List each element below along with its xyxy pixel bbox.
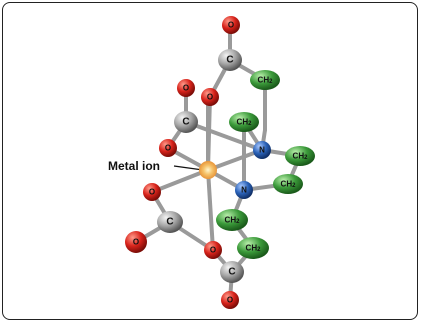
- metal-ion-label: Metal ion: [108, 159, 160, 173]
- svg-text:C: C: [228, 267, 235, 278]
- metal-ion: [199, 161, 217, 179]
- atoms: O C CH2 O O C O CH2: [125, 16, 315, 309]
- methylene-group: CH2: [229, 112, 259, 132]
- oxygen-atom: O: [221, 291, 239, 309]
- methylene-group: CH2: [216, 209, 248, 231]
- nitrogen-atom: N: [235, 181, 253, 199]
- oxygen-atom: O: [201, 88, 219, 106]
- metal-ion-leader: [173, 165, 204, 171]
- svg-text:O: O: [228, 21, 234, 30]
- svg-text:O: O: [183, 84, 189, 93]
- bonds: [134, 24, 302, 302]
- svg-text:O: O: [210, 246, 216, 255]
- svg-text:O: O: [165, 144, 171, 153]
- oxygen-atom: O: [204, 241, 222, 259]
- methylene-group: CH2: [273, 174, 303, 194]
- svg-text:CH2: CH2: [258, 76, 274, 86]
- svg-text:O: O: [149, 188, 155, 197]
- svg-text:CH2: CH2: [225, 216, 241, 226]
- oxygen-atom: O: [143, 183, 161, 201]
- svg-text:C: C: [166, 217, 173, 228]
- carbon-atom: C: [157, 211, 183, 233]
- carbon-atom: C: [174, 111, 198, 133]
- svg-text:C: C: [226, 55, 233, 66]
- oxygen-atom: O: [222, 16, 240, 34]
- svg-text:CH2: CH2: [246, 244, 262, 254]
- carbon-atom: C: [218, 49, 242, 71]
- svg-text:CH2: CH2: [281, 180, 297, 190]
- methylene-group: CH2: [237, 237, 269, 259]
- methylene-group: CH2: [285, 146, 315, 166]
- carbon-atom: C: [220, 261, 244, 283]
- oxygen-atom: O: [159, 139, 177, 157]
- svg-text:CH2: CH2: [293, 152, 309, 162]
- nitrogen-atom: N: [253, 141, 271, 159]
- svg-text:CH2: CH2: [237, 118, 253, 128]
- methylene-group: CH2: [250, 70, 280, 90]
- oxygen-atom: O: [177, 79, 195, 97]
- svg-text:O: O: [133, 238, 139, 247]
- svg-text:O: O: [207, 93, 213, 102]
- svg-text:O: O: [227, 296, 233, 305]
- svg-text:N: N: [259, 146, 265, 155]
- svg-text:C: C: [182, 117, 189, 128]
- svg-text:N: N: [241, 186, 247, 195]
- oxygen-atom: O: [125, 231, 147, 253]
